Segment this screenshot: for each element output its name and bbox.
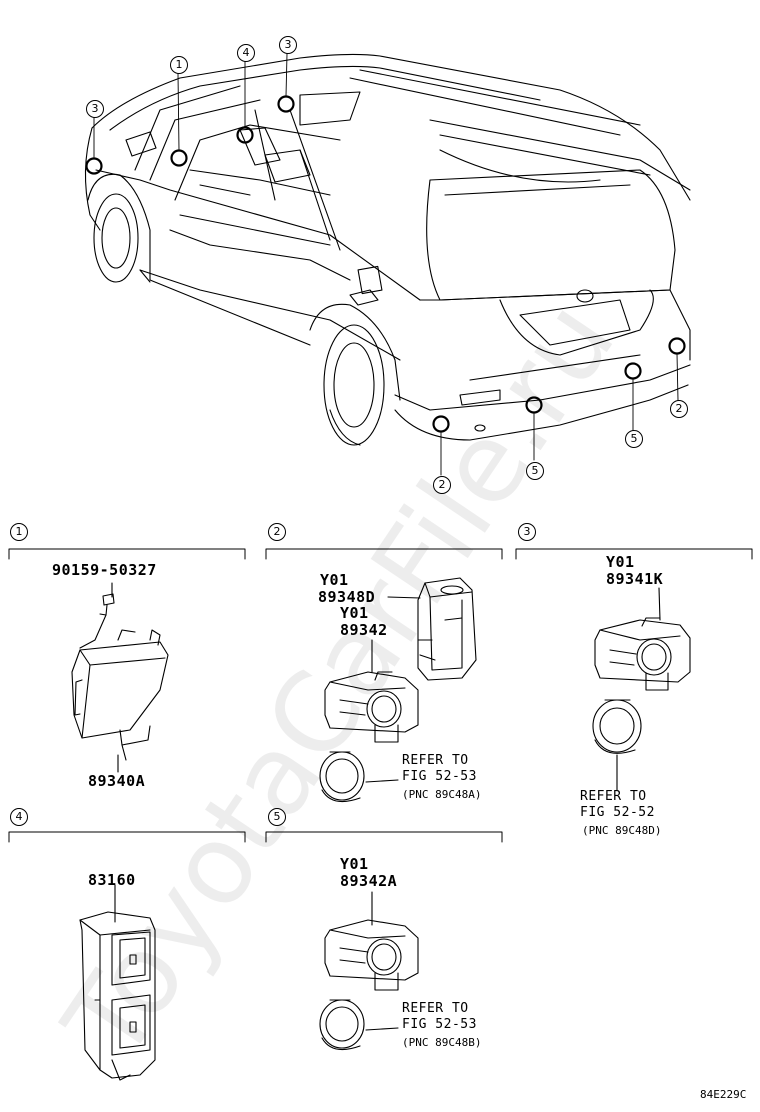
refer-fig-text: FIG 52-53 xyxy=(402,769,477,784)
marker-front-sensor xyxy=(277,95,295,113)
part-number-sensor-s3: 89341K xyxy=(606,570,664,588)
part-number-sensor-s5: 89342A xyxy=(340,872,398,890)
color-code-sensor-s3: Y01 xyxy=(606,553,635,571)
bezel-s2-drawing xyxy=(319,751,399,803)
section-3-number: 3 xyxy=(518,523,536,541)
bezel-s5-drawing xyxy=(319,999,399,1051)
section-5-number: 5 xyxy=(268,808,286,826)
pnc-text-s3: (PNC 89C48D) xyxy=(582,824,662,837)
callout-2-left: 2 xyxy=(433,476,451,494)
marker-front-corner-sensor xyxy=(85,157,103,175)
color-code-bracket: Y01 xyxy=(320,571,349,589)
part-number-switch: 83160 xyxy=(88,871,136,889)
refer-to-text: REFER TO xyxy=(402,753,469,768)
ecu-drawing xyxy=(71,582,169,773)
marker-switch xyxy=(236,126,254,144)
section-2-number: 2 xyxy=(268,523,286,541)
callout-5-right: 5 xyxy=(625,430,643,448)
marker-rear-center-right xyxy=(624,362,642,380)
part-number-sensor: 89342 xyxy=(340,621,388,639)
part-number-ecu: 89340A xyxy=(88,772,146,790)
sensor-89342-drawing xyxy=(324,639,419,743)
callout-3-top: 3 xyxy=(279,36,297,54)
callout-4: 4 xyxy=(237,44,255,62)
section-4-number: 4 xyxy=(10,808,28,826)
callout-1: 1 xyxy=(170,56,188,74)
refer-to-text-s5: REFER TO xyxy=(402,1001,469,1016)
marker-ecu xyxy=(170,149,188,167)
marker-rear-center-left xyxy=(525,396,543,414)
section-dividers xyxy=(8,548,753,843)
sensor-89342A-drawing xyxy=(324,891,419,991)
refer-to-text-s3: REFER TO xyxy=(580,789,647,804)
callout-2-right: 2 xyxy=(670,400,688,418)
section-1-number: 1 xyxy=(10,523,28,541)
refer-fig-text-s5: FIG 52-53 xyxy=(402,1017,477,1032)
pnc-text: (PNC 89C48A) xyxy=(402,788,482,801)
pnc-text-s5: (PNC 89C48B) xyxy=(402,1036,482,1049)
vehicle-illustration xyxy=(84,53,691,446)
marker-rear-corner-left xyxy=(432,415,450,433)
color-code-sensor-s5: Y01 xyxy=(340,855,369,873)
color-code-sensor: Y01 xyxy=(340,604,369,622)
switch-drawing xyxy=(79,884,156,1081)
bezel-s3-drawing xyxy=(592,699,642,791)
refer-fig-text-s3: FIG 52-52 xyxy=(580,805,655,820)
diagram-code: 84E229C xyxy=(700,1088,747,1101)
part-number-bracket: 89348D xyxy=(318,588,376,606)
bracket-drawing xyxy=(387,577,477,681)
sensor-89341K-drawing xyxy=(594,587,691,691)
callout-3-front: 3 xyxy=(86,100,104,118)
leader-lines xyxy=(93,53,679,476)
callout-5-left: 5 xyxy=(526,462,544,480)
sensor-markers xyxy=(85,95,686,433)
part-number-bolt: 90159-50327 xyxy=(52,561,157,579)
marker-rear-corner-right xyxy=(668,337,686,355)
